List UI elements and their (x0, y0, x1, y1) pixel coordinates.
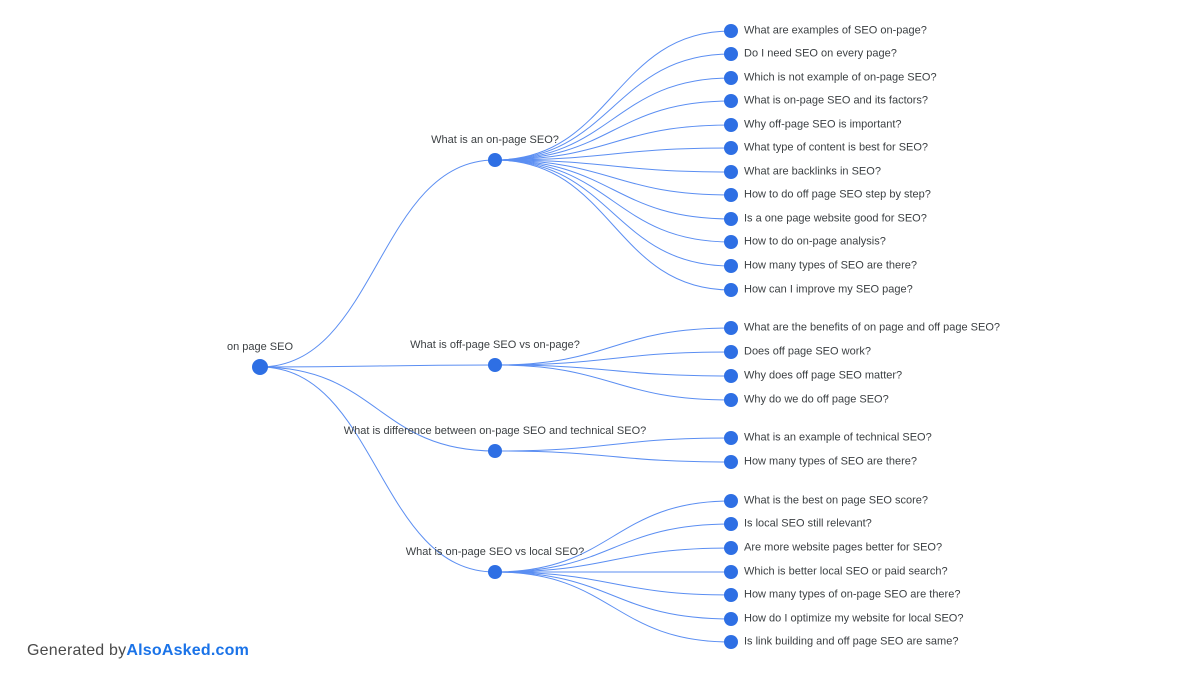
branch-node-dot[interactable] (488, 153, 502, 167)
child-node-label: How to do off page SEO step by step? (744, 188, 931, 201)
child-node-label: Is link building and off page SEO are sa… (744, 635, 959, 648)
child-node-dot[interactable] (724, 369, 738, 383)
root-node-dot[interactable] (252, 359, 268, 375)
child-node-dot[interactable] (724, 235, 738, 249)
child-node-label: Why off-page SEO is important? (744, 118, 902, 131)
child-node-label: How many types of SEO are there? (744, 455, 918, 468)
branch-node-label: What is difference between on-page SEO a… (343, 425, 647, 437)
child-node-label: How to do on-page analysis? (744, 235, 886, 248)
tree-edge (494, 159, 732, 196)
child-node-label: Which is not example of on-page SEO? (744, 71, 937, 84)
tree-edge (494, 547, 732, 573)
child-node-dot[interactable] (724, 635, 738, 649)
child-node-dot[interactable] (724, 188, 738, 202)
child-node-label: Why does off page SEO matter? (744, 369, 903, 382)
child-node-dot[interactable] (724, 455, 738, 469)
child-node-label: What are examples of SEO on-page? (744, 24, 927, 37)
tree-edge (494, 364, 732, 401)
child-node-label: What are the benefits of on page and off… (744, 321, 1001, 334)
child-node-label: Do I need SEO on every page? (744, 47, 897, 60)
child-node-label: Does off page SEO work? (744, 345, 871, 358)
child-node-dot[interactable] (724, 94, 738, 108)
tree-edge (494, 159, 732, 220)
child-node-label: What is the best on page SEO score? (744, 494, 929, 507)
tree-edge (494, 159, 732, 243)
branch-node-dot[interactable] (488, 565, 502, 579)
tree-edge (494, 100, 732, 161)
footer-brand-link[interactable]: AlsoAsked.com (126, 642, 249, 659)
tree-edge (259, 159, 496, 368)
root-node-label: on page SEO (226, 341, 294, 353)
tree-edge (494, 571, 732, 643)
child-node-dot[interactable] (724, 393, 738, 407)
child-node-dot[interactable] (724, 517, 738, 531)
branch-node-label: What is off-page SEO vs on-page? (410, 339, 580, 351)
tree-edge (494, 571, 732, 596)
child-node-label: What is on-page SEO and its factors? (744, 94, 929, 107)
tree-edge (259, 364, 496, 368)
tree-edge (494, 159, 732, 267)
child-node-label: Which is better local SEO or paid search… (744, 565, 948, 578)
child-node-dot[interactable] (724, 118, 738, 132)
child-node-dot[interactable] (724, 431, 738, 445)
tree-edge (494, 30, 732, 161)
tree-edge (494, 147, 732, 161)
tree-edge (494, 351, 732, 366)
child-node-label: How do I optimize my website for local S… (744, 612, 964, 625)
branch-node-dot[interactable] (488, 358, 502, 372)
tree-edge (259, 366, 496, 452)
child-node-dot[interactable] (724, 47, 738, 61)
child-node-dot[interactable] (724, 588, 738, 602)
tree-edge (494, 159, 732, 173)
tree-edge (494, 450, 732, 463)
tree-edge (494, 159, 732, 291)
child-node-dot[interactable] (724, 612, 738, 626)
tree-edge (494, 124, 732, 161)
child-node-label: How many types of SEO are there? (744, 259, 918, 272)
child-node-label: What is an example of technical SEO? (744, 431, 932, 444)
child-node-label: Why do we do off page SEO? (744, 393, 889, 406)
tree-edge (494, 523, 732, 573)
footer-generated-by-text: Generated by (27, 642, 127, 659)
tree-edge (494, 500, 732, 573)
child-node-label: Is local SEO still relevant? (744, 517, 872, 530)
child-node-dot[interactable] (724, 565, 738, 579)
child-node-dot[interactable] (724, 212, 738, 226)
child-node-label: What are backlinks in SEO? (744, 165, 881, 178)
tree-edge (494, 53, 732, 161)
tree-edge (494, 437, 732, 452)
child-node-label: How many types of on-page SEO are there? (744, 588, 961, 601)
tree-edge (494, 364, 732, 377)
child-node-dot[interactable] (724, 345, 738, 359)
tree-edge (494, 571, 732, 620)
child-node-dot[interactable] (724, 71, 738, 85)
child-node-label: What type of content is best for SEO? (744, 141, 929, 154)
footer: Generated byAlsoAsked.com (27, 642, 249, 660)
child-node-dot[interactable] (724, 541, 738, 555)
child-node-dot[interactable] (724, 283, 738, 297)
child-node-dot[interactable] (724, 494, 738, 508)
branch-node-label: What is an on-page SEO? (431, 134, 559, 146)
branch-node-dot[interactable] (488, 444, 502, 458)
tree-edge (494, 327, 732, 366)
child-node-dot[interactable] (724, 165, 738, 179)
child-node-dot[interactable] (724, 141, 738, 155)
tree-edge (494, 77, 732, 161)
child-node-dot[interactable] (724, 321, 738, 335)
tree-edge (259, 366, 496, 573)
child-node-dot[interactable] (724, 259, 738, 273)
child-node-label: How can I improve my SEO page? (744, 283, 913, 296)
branch-node-label: What is on-page SEO vs local SEO? (405, 546, 585, 558)
child-node-label: Are more website pages better for SEO? (744, 541, 943, 554)
child-node-dot[interactable] (724, 24, 738, 38)
child-node-label: Is a one page website good for SEO? (744, 212, 927, 225)
